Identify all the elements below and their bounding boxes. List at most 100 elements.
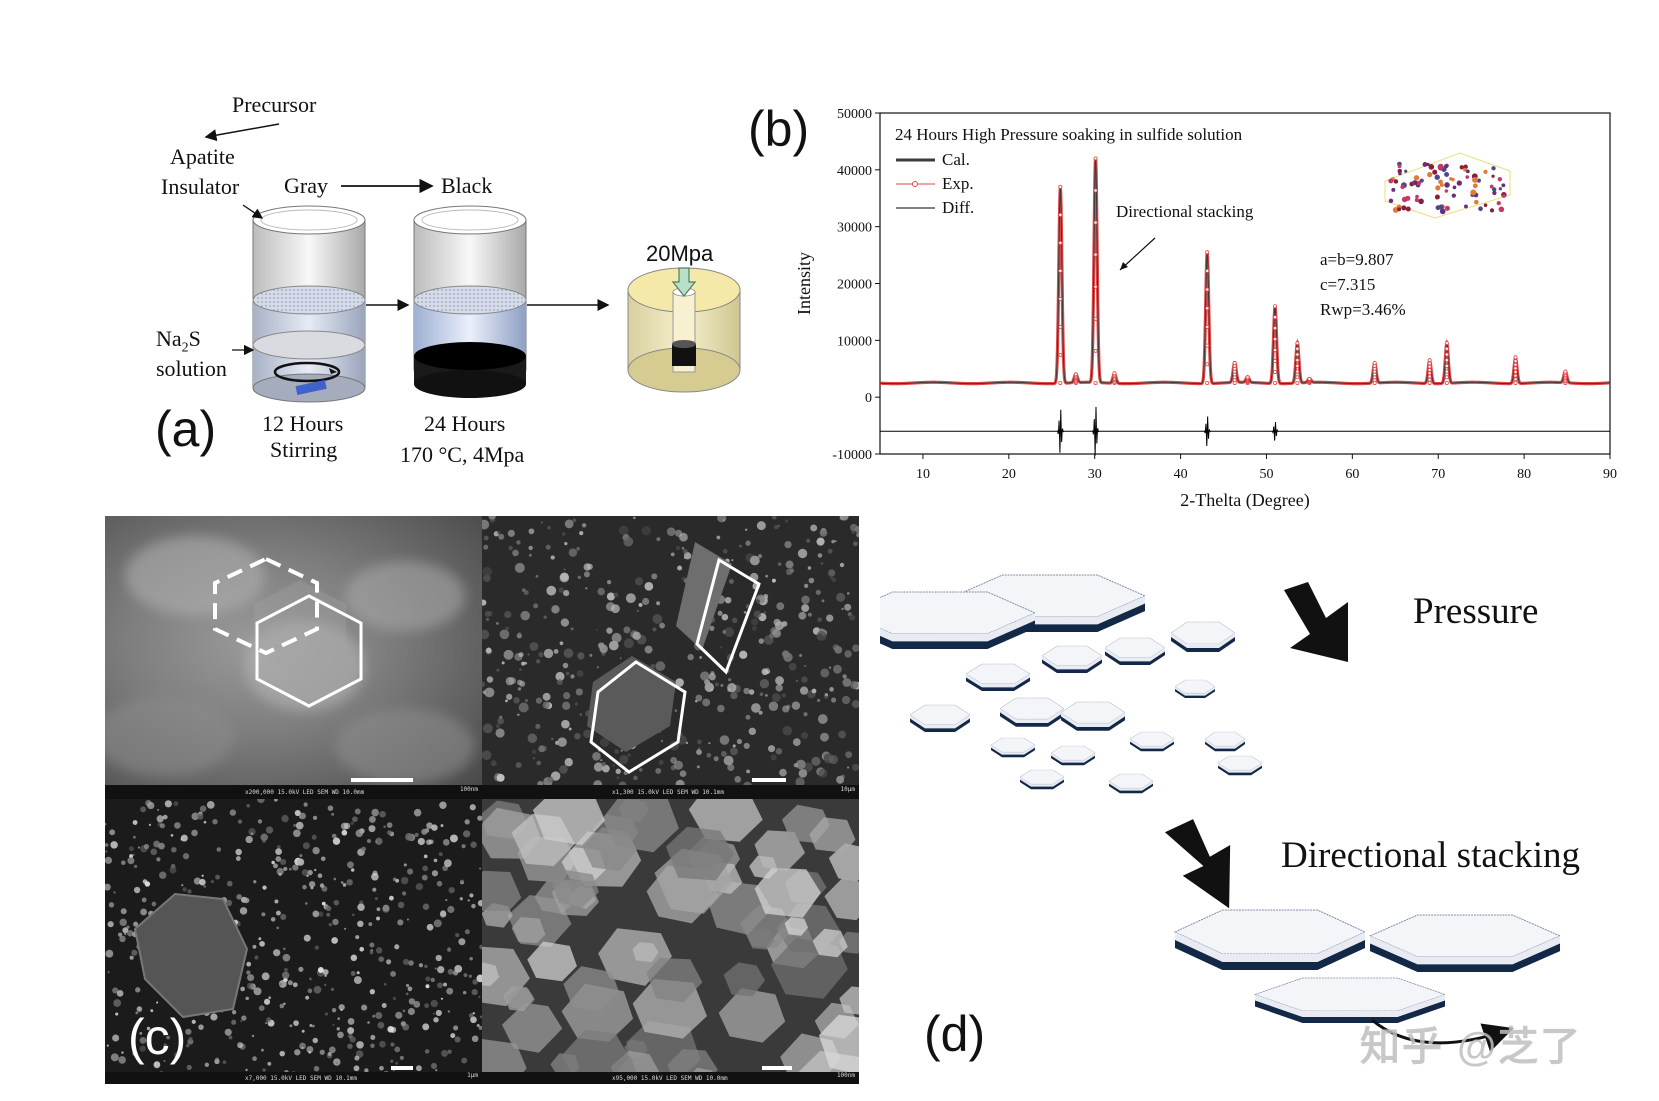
particle <box>846 766 850 769</box>
particle <box>556 678 563 686</box>
particle <box>743 742 750 750</box>
particle <box>413 808 422 817</box>
particle <box>276 926 280 930</box>
particle <box>659 622 666 629</box>
particle <box>722 630 727 634</box>
particle <box>440 824 444 828</box>
particle <box>448 886 455 894</box>
exp-marker <box>1427 380 1432 385</box>
particle <box>270 917 276 922</box>
legend-label: Diff. <box>942 198 974 217</box>
particle <box>340 881 344 884</box>
particle <box>681 546 685 550</box>
particle <box>496 773 505 782</box>
panel-d-schematic <box>880 560 1659 1100</box>
particle <box>116 990 124 997</box>
particle <box>197 813 204 820</box>
particle <box>262 1068 266 1072</box>
particle <box>235 856 241 861</box>
particle <box>135 1011 139 1015</box>
particle <box>515 762 522 769</box>
atom <box>1439 208 1446 215</box>
particle <box>173 1052 181 1059</box>
particle <box>133 921 139 927</box>
particle <box>781 693 786 698</box>
particle <box>798 611 807 620</box>
x-tick-label: 60 <box>1345 467 1359 482</box>
particle <box>559 641 564 646</box>
particle <box>638 602 643 608</box>
particle <box>720 683 724 687</box>
particle <box>313 985 322 994</box>
y-tick-label: 40000 <box>837 164 872 179</box>
particle <box>836 592 846 602</box>
particle <box>563 648 574 659</box>
atom <box>1432 169 1438 175</box>
particle <box>615 768 621 775</box>
atom <box>1498 187 1502 191</box>
particle <box>583 571 590 578</box>
particle <box>756 521 766 531</box>
particle <box>392 877 397 882</box>
y-tick-label: 0 <box>865 391 872 406</box>
particle <box>560 618 570 627</box>
particle <box>445 898 448 902</box>
particle <box>482 629 490 640</box>
particle <box>447 1049 452 1054</box>
particle <box>695 694 703 702</box>
particle <box>226 880 233 887</box>
particle <box>397 901 405 909</box>
atom <box>1492 187 1497 192</box>
particle <box>817 553 823 558</box>
particle <box>372 1014 376 1018</box>
particle <box>236 894 242 900</box>
exp-marker <box>1205 343 1210 348</box>
particle <box>357 903 365 911</box>
particle <box>724 596 732 604</box>
particle <box>759 679 770 689</box>
particle <box>346 879 353 886</box>
atom <box>1452 185 1457 190</box>
particle <box>730 747 738 756</box>
atom <box>1501 183 1506 188</box>
particle <box>338 1004 345 1011</box>
particle <box>127 857 135 865</box>
particle <box>514 562 525 573</box>
particle <box>765 574 769 578</box>
x-axis-label: 2-Thelta (Degree) <box>1180 490 1309 511</box>
particle <box>166 1035 170 1040</box>
particle <box>561 532 566 536</box>
particle <box>788 662 797 671</box>
particle <box>730 691 738 700</box>
particle <box>460 879 464 884</box>
particle <box>370 1034 376 1040</box>
particle <box>528 528 535 535</box>
particle <box>351 913 355 917</box>
hexagon-outline <box>255 594 363 708</box>
particle <box>311 834 317 840</box>
legend-label: Exp. <box>942 174 974 193</box>
particle <box>203 885 206 888</box>
particle <box>239 907 248 915</box>
particle <box>274 799 278 802</box>
particle <box>518 652 524 658</box>
particle <box>619 657 622 660</box>
particle <box>268 996 272 1000</box>
exp-marker <box>1273 315 1278 320</box>
particle <box>306 1046 314 1053</box>
plate-small <box>1020 770 1064 789</box>
atom <box>1470 189 1477 196</box>
particle <box>386 822 393 828</box>
exp-marker <box>1205 287 1210 292</box>
atom <box>1388 178 1394 184</box>
exp-marker <box>1058 380 1063 385</box>
exp-marker <box>1444 380 1449 385</box>
particle <box>652 627 657 632</box>
atom <box>1498 206 1505 213</box>
particle <box>844 650 852 658</box>
particle <box>618 525 629 536</box>
particle <box>231 1019 237 1025</box>
exp-marker <box>1513 377 1518 382</box>
particle <box>105 850 108 853</box>
particle <box>572 518 577 523</box>
